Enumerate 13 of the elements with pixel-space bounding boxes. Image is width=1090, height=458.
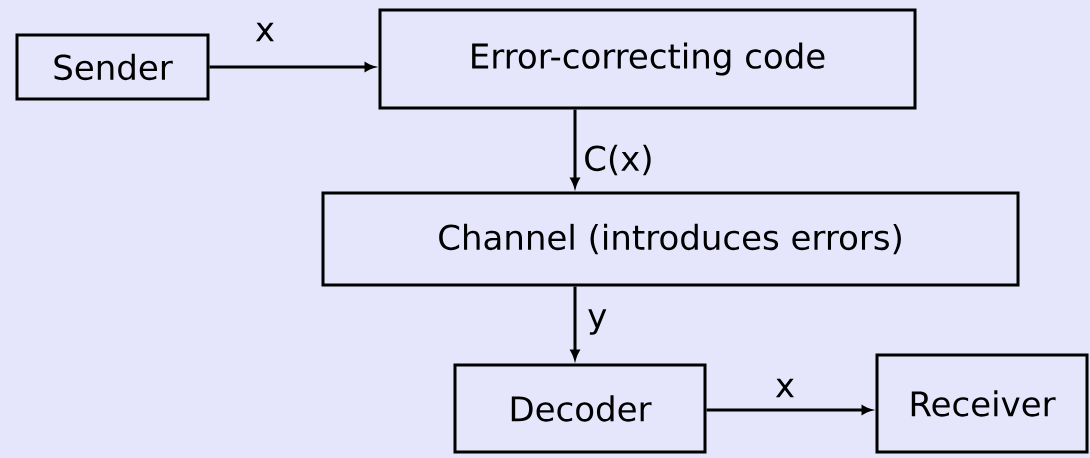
arrow xyxy=(706,405,872,415)
edge-label: x xyxy=(775,378,794,398)
process-box: Decoder xyxy=(453,363,707,454)
arrow xyxy=(570,286,580,360)
edge-label: x xyxy=(255,22,274,42)
edge-label: C(x) xyxy=(585,144,651,176)
arrow xyxy=(209,62,375,72)
edge-label: y xyxy=(588,309,607,335)
process-box: Sender xyxy=(15,33,210,101)
process-box: Channel (introduces errors) xyxy=(321,191,1020,287)
arrow xyxy=(570,109,580,188)
process-box: Receiver xyxy=(875,353,1089,454)
process-box: Error-correcting code xyxy=(378,8,917,110)
